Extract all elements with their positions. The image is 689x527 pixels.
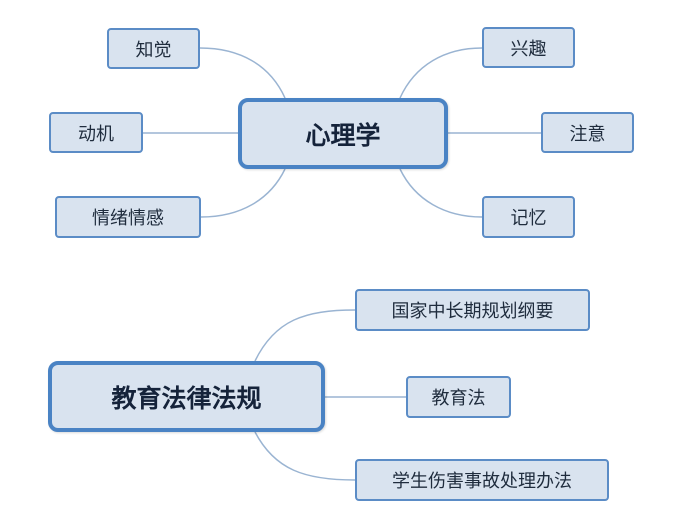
branch-node-motivation[interactable]: 动机 (49, 112, 143, 153)
connector-law-injury-measures (254, 431, 356, 481)
central-node-psychology[interactable]: 心理学 (238, 98, 448, 169)
branch-node-national-plan[interactable]: 国家中长期规划纲要 (355, 289, 590, 331)
connector-psychology-memory (399, 168, 483, 218)
branch-node-memory[interactable]: 记忆 (482, 196, 575, 238)
branch-node-attention[interactable]: 注意 (541, 112, 634, 153)
connector-psychology-emotion (200, 168, 286, 218)
branch-node-injury-measures[interactable]: 学生伤害事故处理办法 (355, 459, 609, 501)
branch-node-perception[interactable]: 知觉 (107, 28, 200, 69)
central-node-education-law[interactable]: 教育法律法规 (48, 361, 325, 432)
branch-node-interest[interactable]: 兴趣 (482, 27, 575, 68)
branch-node-education-act[interactable]: 教育法 (406, 376, 511, 418)
branch-node-emotion[interactable]: 情绪情感 (55, 196, 201, 238)
connector-psychology-interest (399, 47, 483, 99)
connector-psychology-perception (199, 47, 286, 99)
connector-law-plan (254, 309, 356, 362)
